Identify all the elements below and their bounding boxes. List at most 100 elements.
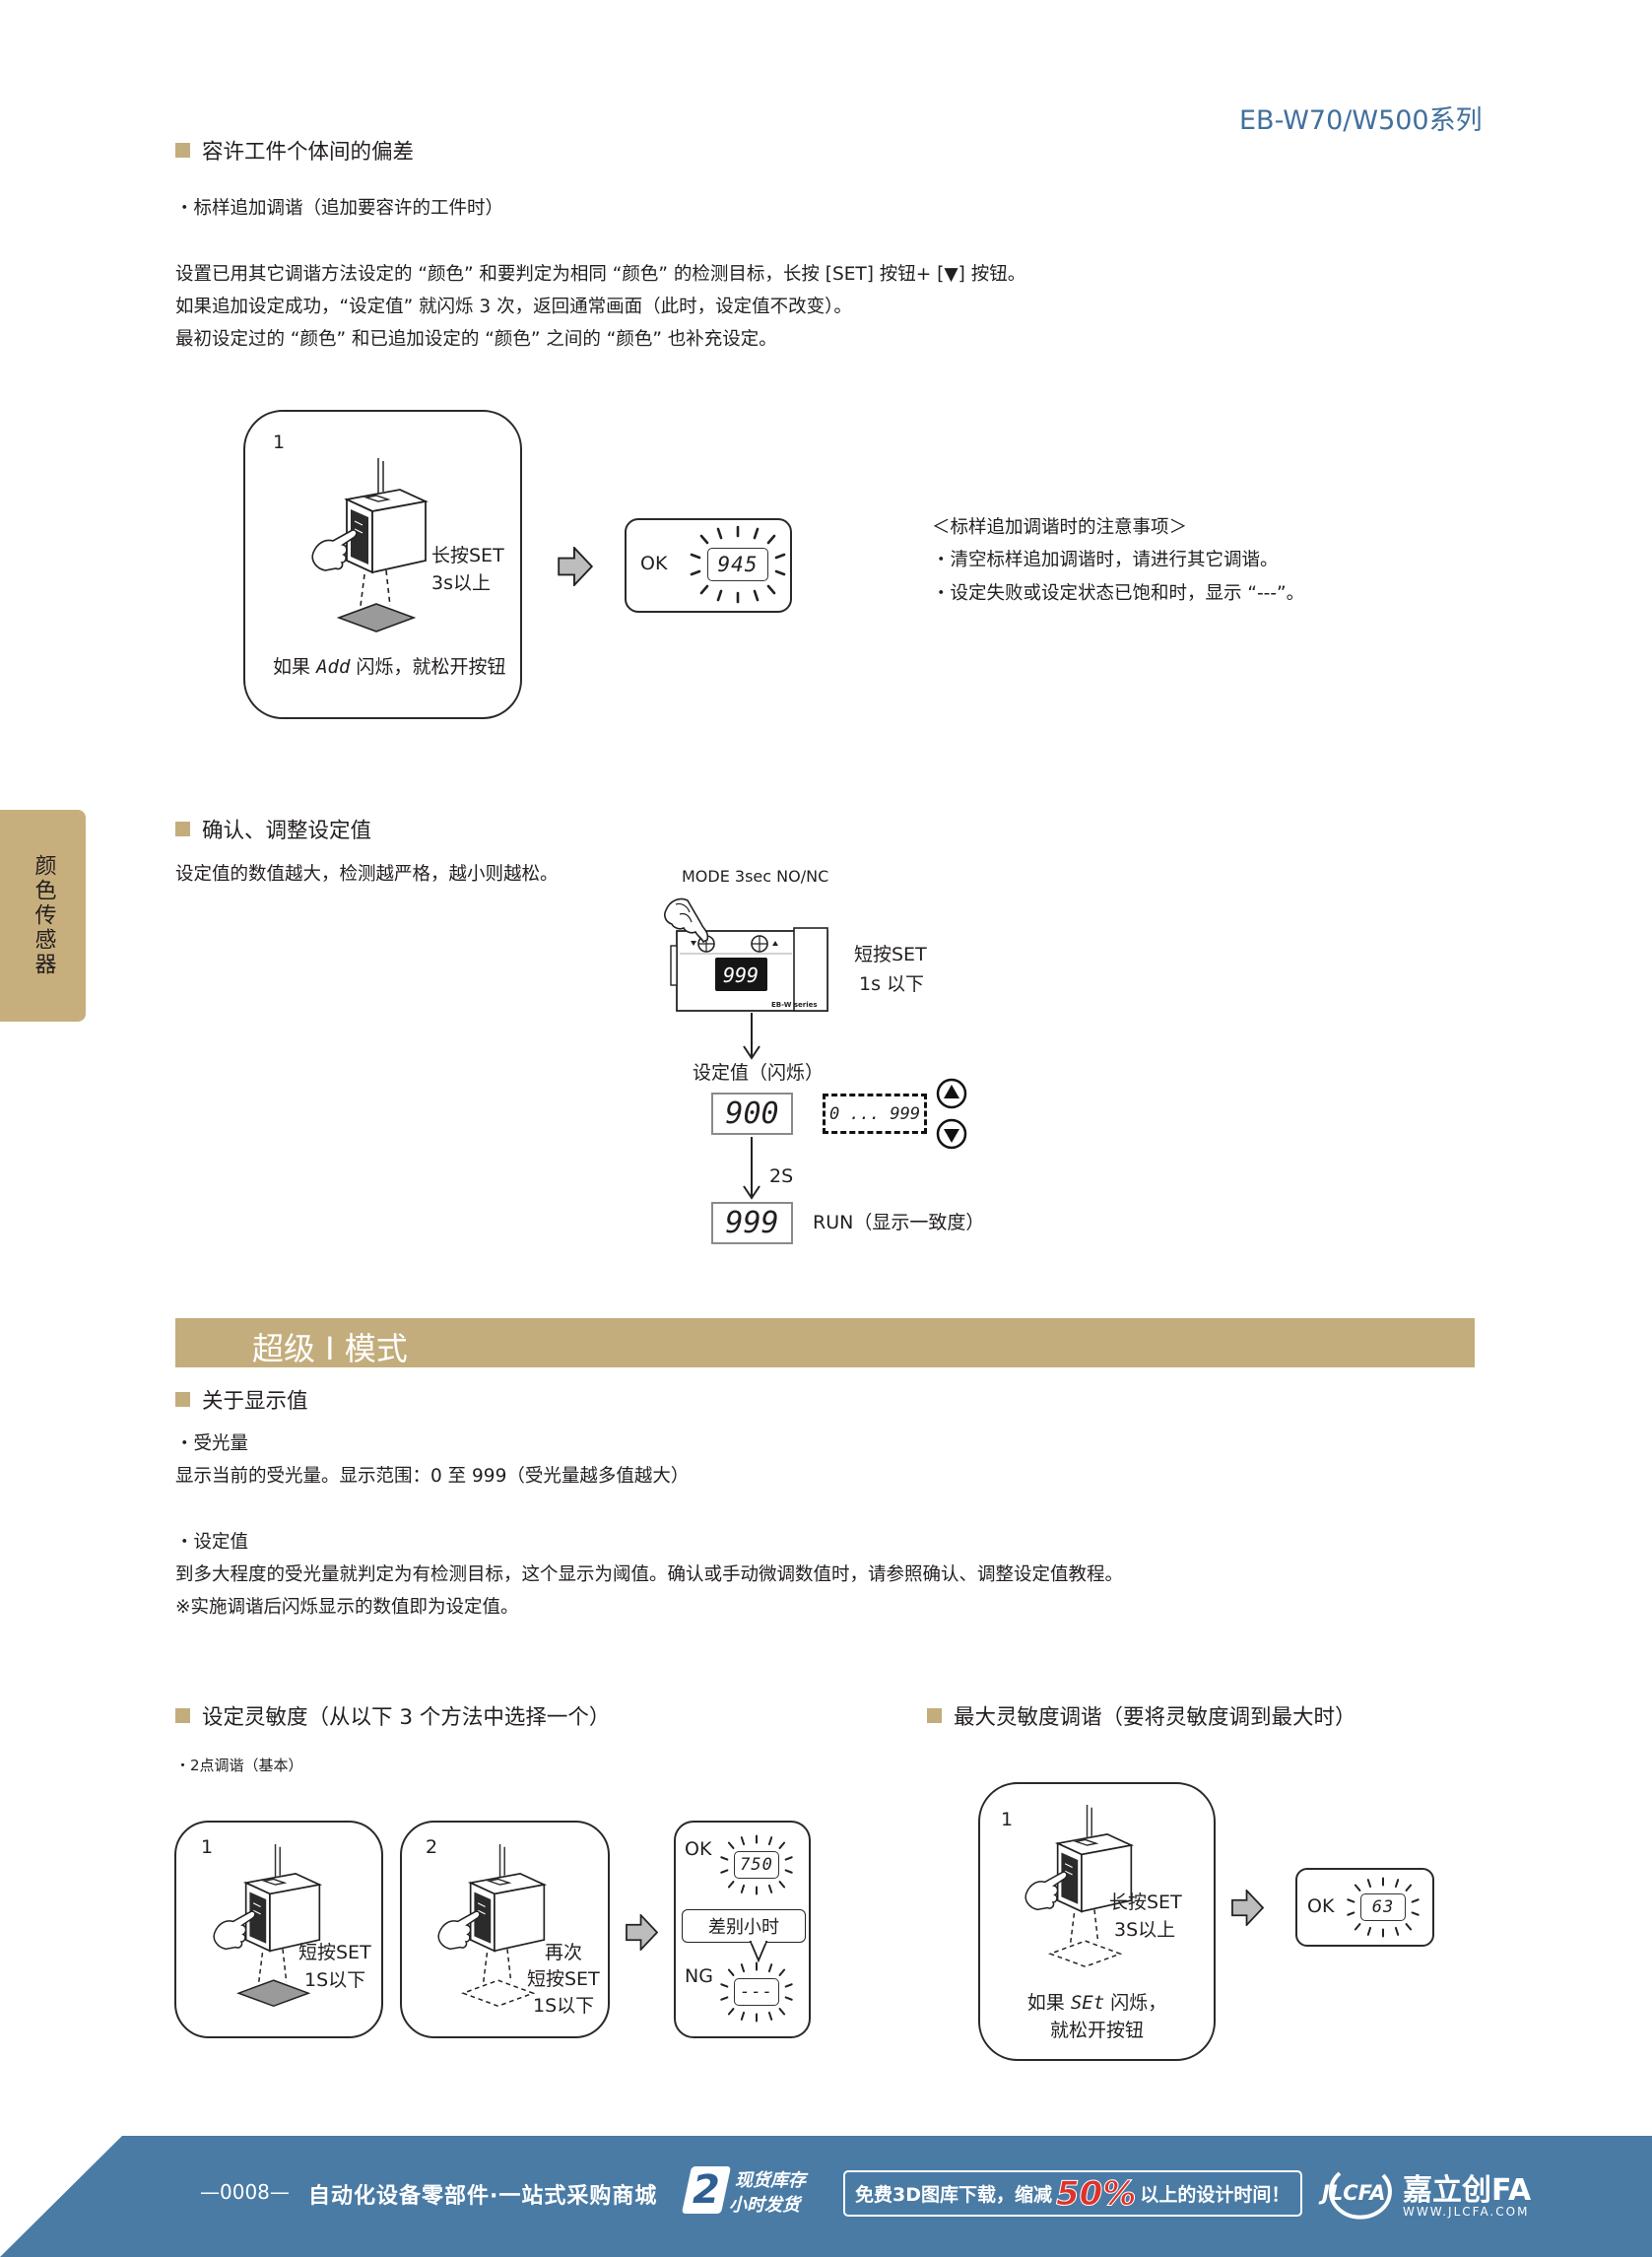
device-display: 999: [723, 963, 759, 987]
right-arrow-icon: [1231, 1890, 1264, 1926]
section-band: 超级 I 模式: [175, 1318, 1475, 1367]
section-title-text: 关于显示值: [202, 1389, 308, 1414]
action-label: 1S以下: [304, 1969, 366, 1991]
paragraph-line: 如果追加设定成功，“设定值” 就闪烁 3 次，返回通常画面（此时，设定值不改变）…: [175, 297, 852, 317]
bubble-pointer: [749, 1941, 768, 1962]
promo-text: 以上的设计时间！: [1140, 2184, 1290, 2206]
down-arrow-icon: [743, 1137, 760, 1200]
ok-label: OK: [1307, 1895, 1335, 1917]
ng-label: NG: [685, 1965, 713, 1987]
ng-display-value: ---: [734, 1978, 779, 2006]
action-label: 长按SET: [431, 545, 504, 566]
device-model: EB-W series: [771, 1001, 818, 1009]
set-button-icon: [751, 935, 768, 953]
step-number: 2: [426, 1836, 438, 1858]
step-caption: 如果 SEt 闪烁，: [978, 1992, 1216, 2016]
setting-title: ・设定值: [175, 1532, 249, 1553]
series-header: EB-W70/W500系列: [1239, 105, 1483, 136]
section-title-confirm: 确认、调整设定值: [175, 814, 371, 844]
mode-label: MODE 3sec NO/NC: [682, 867, 829, 886]
caption-code: Add: [316, 656, 351, 678]
brand-name: 嘉立创FA: [1403, 2173, 1532, 2208]
action-label: 再次: [545, 1942, 583, 1963]
caption-code: SEt: [1070, 1992, 1105, 2014]
ok-label: OK: [640, 553, 668, 574]
section-title-sensitivity: 设定灵敏度（从以下 3 个方法中选择一个）: [175, 1700, 610, 1731]
down-arrow-icon: [743, 1013, 760, 1060]
received-title: ・受光量: [175, 1433, 249, 1454]
promo-percent: 50%: [1055, 2173, 1137, 2214]
action-label: 1S以下: [533, 1995, 595, 2017]
step-number: 1: [273, 431, 286, 453]
sensor-icon: [1021, 1805, 1141, 1968]
press-label: 短按SET: [854, 944, 927, 965]
right-arrow-icon: [626, 1914, 658, 1951]
promo-text: 免费3D图库下载，缩减: [855, 2184, 1052, 2206]
step-caption: 如果 Add 闪烁，就松开按钮: [273, 656, 505, 680]
badge-line: 小时发货: [729, 2195, 800, 2216]
confirm-description: 设定值的数值越大，检测越严格，越小则越松。: [175, 864, 559, 885]
target-icon: [336, 603, 417, 632]
delay-label: 2S: [769, 1165, 794, 1187]
action-label: 长按SET: [1109, 1892, 1182, 1913]
up-button-icon: [936, 1078, 967, 1109]
logo-ring-icon: [1328, 2171, 1392, 2220]
section-title-max-sensitivity: 最大灵敏度调谐（要将灵敏度调到最大时）: [927, 1700, 1356, 1731]
logo-mark: JLCFA: [1322, 2181, 1386, 2205]
page-number: —0008—: [200, 2180, 290, 2204]
band-title: 超级 I 模式: [252, 1330, 408, 1367]
section-bullet: [927, 1708, 942, 1723]
set-value-display: 900: [711, 1093, 793, 1135]
right-arrow-icon: [558, 547, 593, 586]
hand-pointer-icon: [664, 897, 709, 944]
paragraph-line: 最初设定过的 “颜色” 和已追加设定的 “颜色” 之间的 “颜色” 也补充设定。: [175, 329, 777, 350]
action-label: 3S以上: [1114, 1919, 1176, 1941]
method-label: ・2点调谐（基本）: [175, 1757, 303, 1774]
sensor-icon: [209, 1844, 329, 2008]
flash-label: 设定值（闪烁）: [693, 1062, 825, 1084]
step-number: 1: [201, 1836, 214, 1858]
section-title-tolerance: 容许工件个体间的偏差: [175, 135, 414, 166]
received-text: 显示当前的受光量。显示范围：0 至 999（受光量越多值越大）: [175, 1466, 690, 1487]
speech-bubble: 差别小时: [682, 1909, 806, 1943]
target-icon: [1048, 1940, 1123, 1968]
ok-label: OK: [685, 1838, 712, 1860]
ok-display-value: 750: [734, 1851, 779, 1879]
section-bullet: [175, 1708, 190, 1723]
press-label: 1s 以下: [859, 973, 925, 995]
step-number: 1: [1001, 1809, 1014, 1830]
flashing-display: 63: [1346, 1877, 1421, 1938]
paragraph-line: 设置已用其它调谐方法设定的 “颜色” 和要判定为相同 “颜色” 的检测目标，长按…: [175, 264, 1026, 285]
run-label: RUN（显示一致度）: [813, 1212, 985, 1233]
action-label: 短按SET: [527, 1968, 600, 1990]
run-value-display: 999: [711, 1202, 793, 1244]
footer-slogan: 自动化设备零部件·一站式采购商城: [308, 2184, 658, 2209]
result-panel: [1295, 1868, 1434, 1947]
caption-text: 如果: [273, 656, 311, 678]
flashing-display: 750: [719, 1834, 794, 1895]
method-label: ・标样追加调谐（追加要容许的工件时）: [175, 198, 504, 219]
action-label: 短按SET: [298, 1942, 371, 1963]
badge-number: 2: [693, 2167, 720, 2213]
notes-title: ＜标样追加调谐时的注意事项＞: [932, 517, 1188, 538]
setting-note: ※实施调谐后闪烁显示的数值即为设定值。: [175, 1597, 519, 1618]
section-title-text: 容许工件个体间的偏差: [202, 140, 415, 165]
display-value: 63: [1360, 1893, 1406, 1921]
max-step-panel: [978, 1782, 1216, 2061]
note-item: ・设定失败或设定状态已饱和时，显示 “---”。: [932, 583, 1305, 604]
section-title-text: 确认、调整设定值: [202, 819, 372, 843]
caption-text: 闪烁，: [1110, 1992, 1167, 2014]
result-panel: [625, 518, 792, 613]
caption-text: 如果: [1026, 1992, 1065, 2014]
section-title-text: 最大灵敏度调谐（要将灵敏度调到最大时）: [954, 1705, 1356, 1730]
target-icon: [461, 1979, 536, 2008]
sensor-icon: [307, 458, 435, 632]
action-label: 3s以上: [431, 572, 491, 594]
section-bullet: [175, 1392, 190, 1407]
range-display: 0 ... 999: [823, 1094, 927, 1134]
step-caption-line2: 就松开按钮: [1049, 2020, 1144, 2041]
target-icon: [236, 1979, 311, 2008]
side-tab: 颜色传感器: [0, 810, 86, 1022]
note-item: ・清空标样追加调谐时，请进行其它调谐。: [932, 550, 1279, 570]
